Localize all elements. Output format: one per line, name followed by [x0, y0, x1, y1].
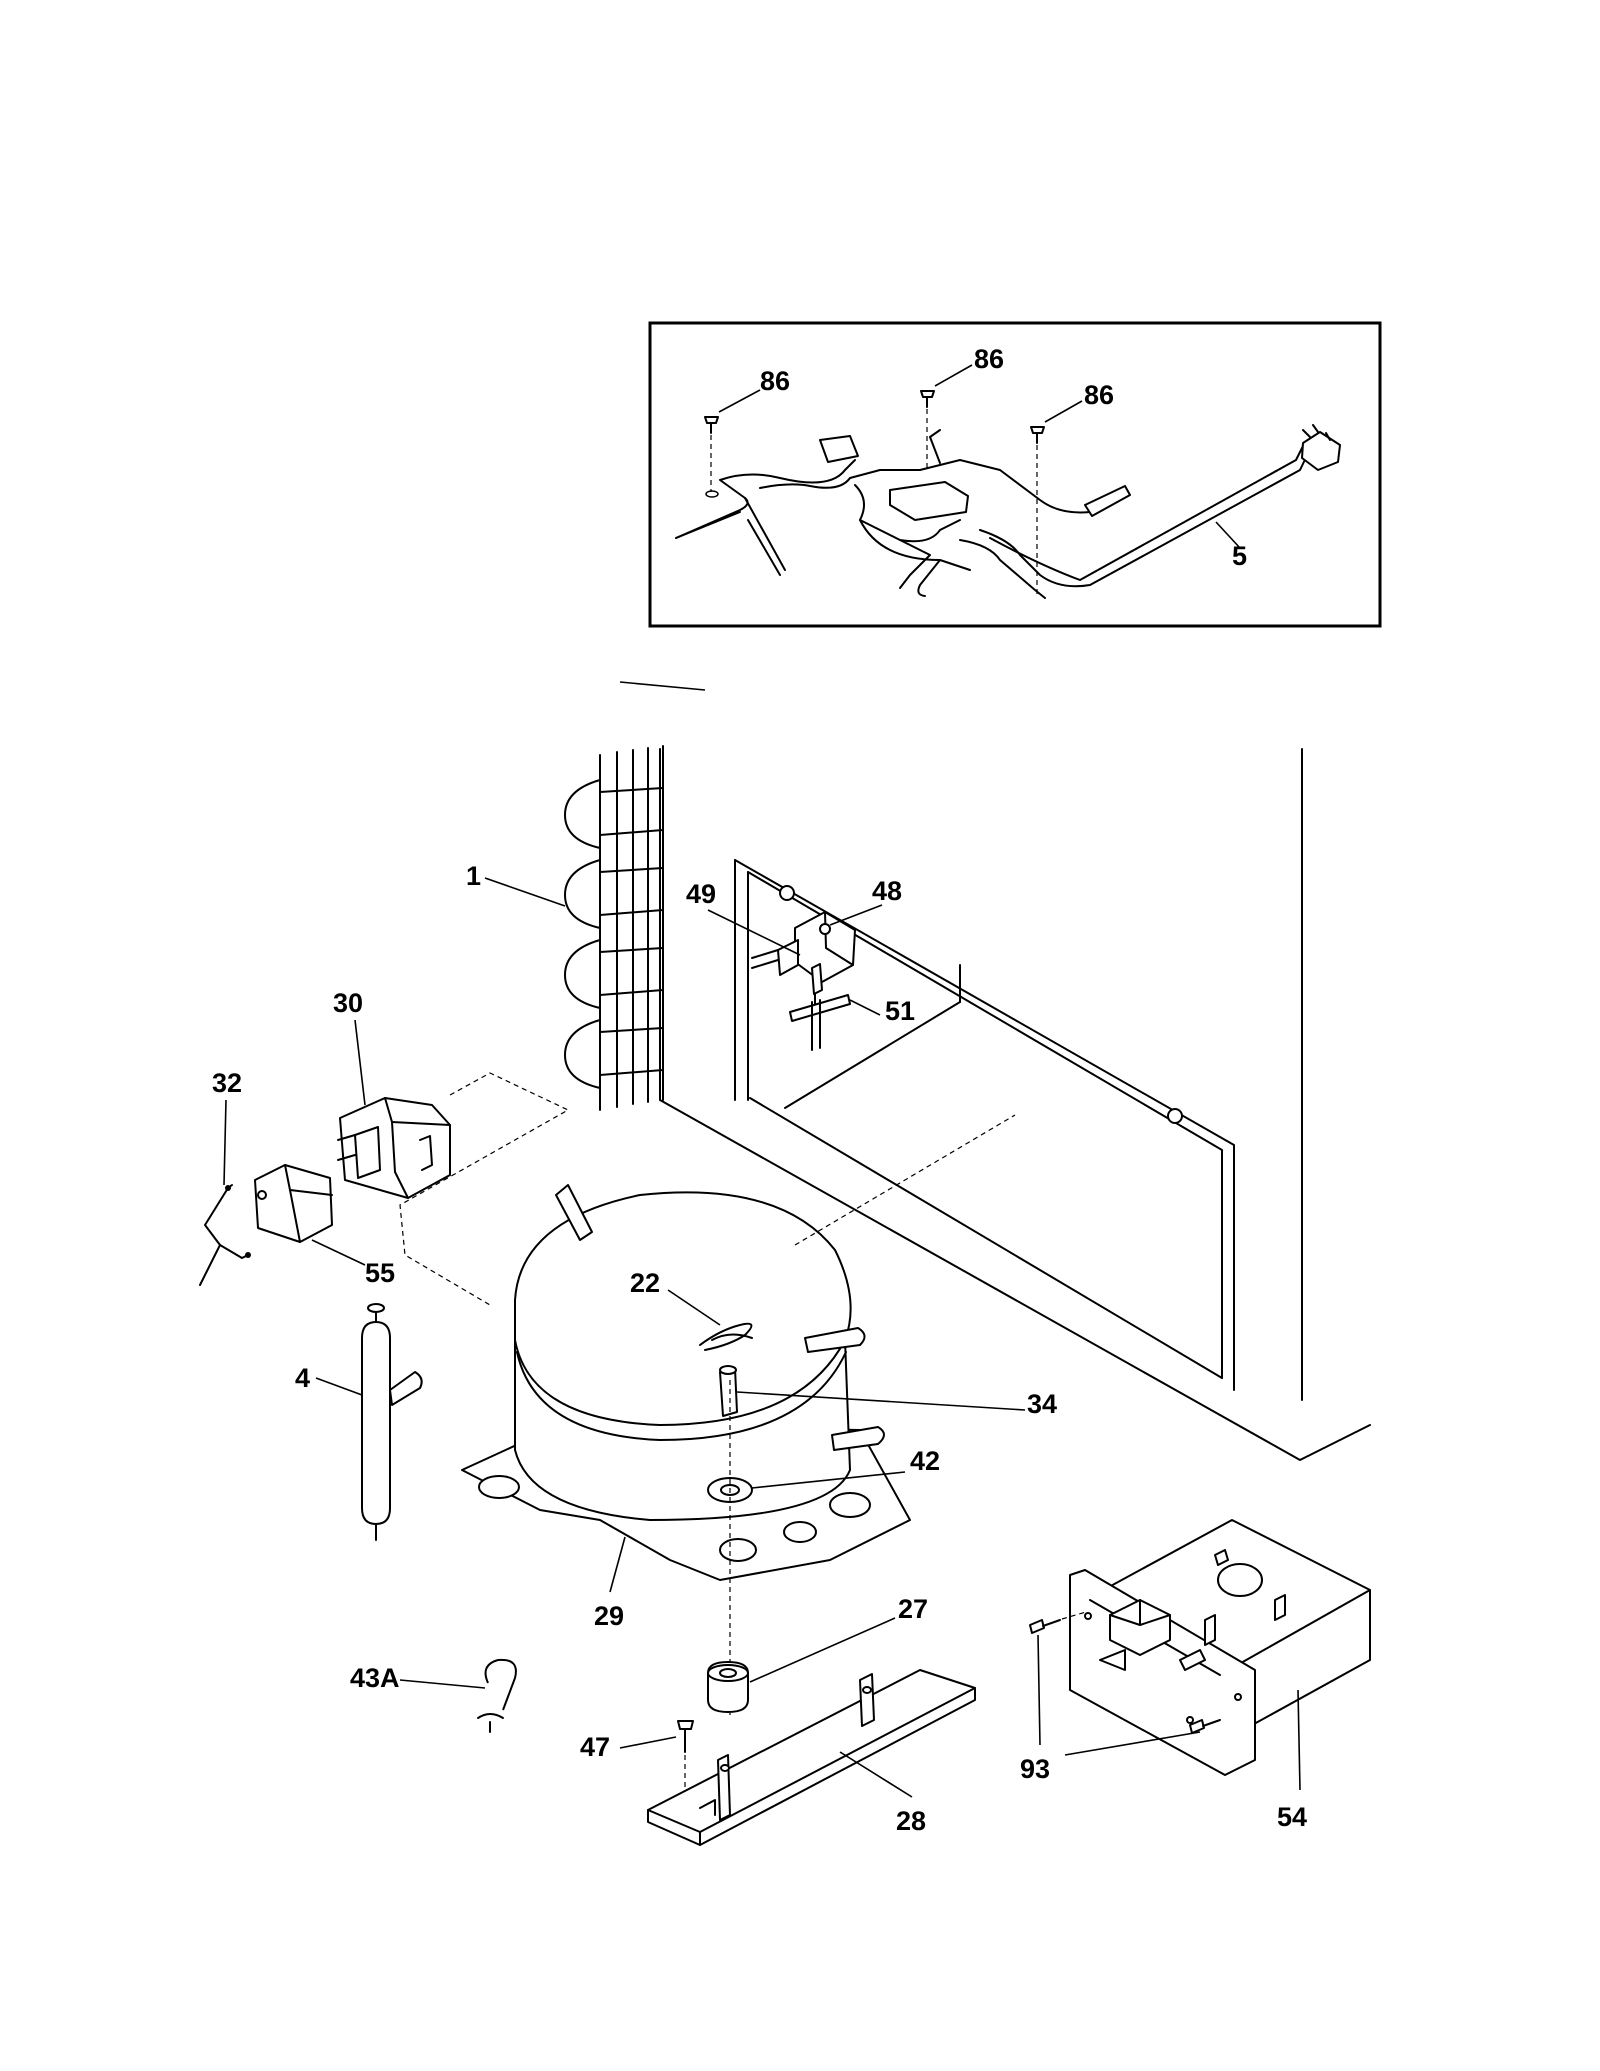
callout-43A: 43A [350, 1663, 400, 1693]
screw-icon [920, 390, 935, 470]
filter-drier [361, 1303, 423, 1541]
start-relay [337, 1097, 451, 1199]
callout-93: 93 [1020, 1754, 1050, 1784]
callout-32: 32 [212, 1068, 242, 1098]
callout-86: 86 [974, 344, 1004, 374]
callout-22: 22 [630, 1268, 660, 1298]
callout-49: 49 [686, 879, 716, 909]
callout-34: 34 [1027, 1389, 1057, 1419]
mounting-rail [647, 1669, 976, 1846]
callout-48: 48 [872, 876, 902, 906]
callout-5: 5 [1232, 541, 1247, 571]
screw-icon [704, 416, 719, 492]
callout-47: 47 [580, 1732, 610, 1762]
grommet [707, 1661, 749, 1713]
cabinet-outline [659, 748, 1371, 1461]
clip-wire [199, 1184, 251, 1286]
callout-28: 28 [896, 1806, 926, 1836]
solenoid-valve [751, 911, 856, 1051]
condenser-coil [564, 745, 664, 1111]
tube-clamp [477, 1658, 517, 1733]
compressor [461, 1184, 911, 1581]
callout-42: 42 [910, 1446, 940, 1476]
callout-86: 86 [1084, 380, 1114, 410]
callout-54: 54 [1277, 1802, 1307, 1832]
screw-icon [1189, 1719, 1221, 1734]
inset-frame [648, 321, 1382, 628]
screw-icon [1030, 426, 1045, 595]
screw-icon [1029, 1611, 1087, 1634]
callout-27: 27 [898, 1594, 928, 1624]
callout-55: 55 [365, 1258, 395, 1288]
overload-protector [254, 1164, 333, 1243]
callout-86: 86 [760, 366, 790, 396]
callout-51: 51 [885, 996, 915, 1026]
callout-1: 1 [466, 861, 481, 891]
callout-29: 29 [594, 1601, 624, 1631]
callout-4: 4 [295, 1363, 310, 1393]
control-board-box [1069, 1519, 1371, 1776]
wire-harness [675, 424, 1341, 599]
wire-harness-inset: 86 86 86 5 [648, 321, 1382, 628]
screw-icon [677, 1720, 694, 1810]
callout-30: 30 [333, 988, 363, 1018]
